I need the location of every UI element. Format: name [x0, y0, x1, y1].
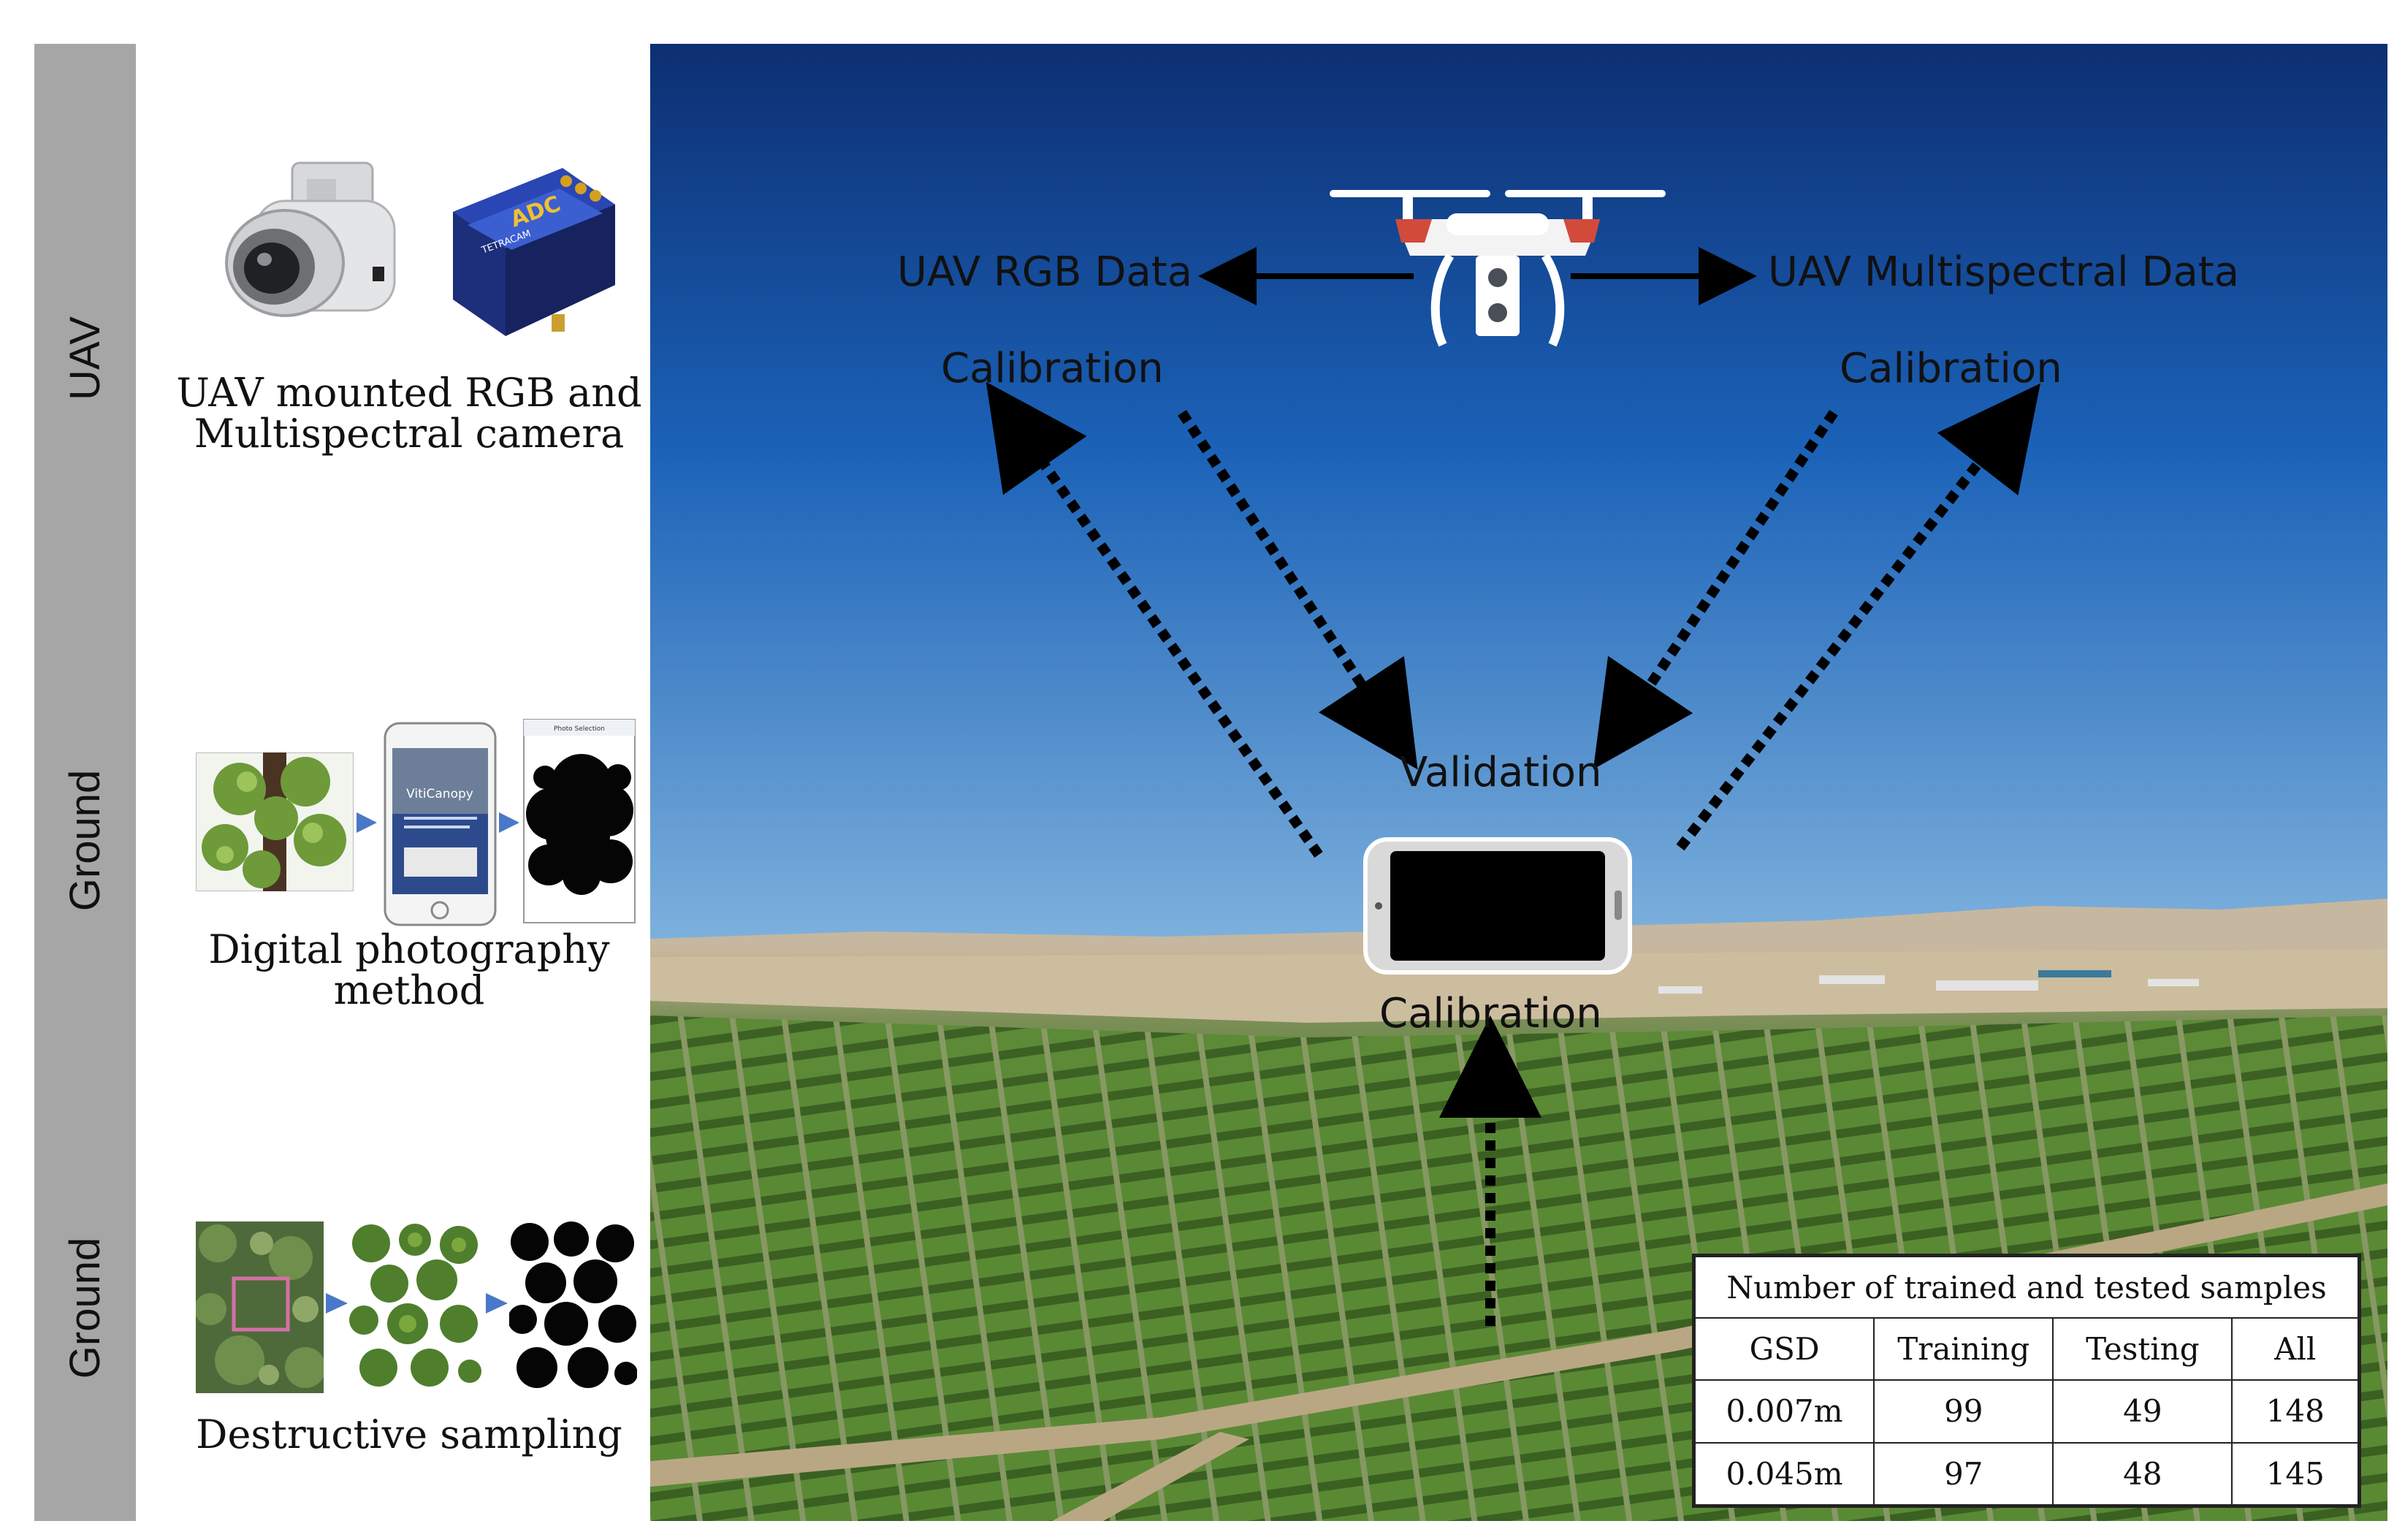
label-calibration-multispectral: Calibration [1840, 345, 2062, 392]
arrow-rgb-to-validation [1178, 410, 1418, 770]
table-cell: 148 [2231, 1379, 2359, 1444]
samples-table: Number of trained and tested samples GSD… [1692, 1254, 2361, 1508]
label-rgb-data: UAV RGB Data [897, 248, 1193, 296]
multispectral-camera-image: ADC TETRACAM [453, 168, 615, 336]
label-calibration-rgb: Calibration [941, 345, 1164, 392]
arrow-phone-to-ms-calibration [1676, 383, 2040, 851]
canopy-quadrat-image [196, 1221, 324, 1393]
arrow-phone-to-rgb-calibration [986, 381, 1323, 858]
table-cell: 145 [2231, 1441, 2359, 1506]
arrow-sampling-2 [486, 1293, 508, 1314]
caption-uav-camera-line1: UAV mounted RGB and [176, 370, 642, 416]
vine-photo-image [196, 752, 354, 891]
table-header-all: All [2231, 1316, 2359, 1381]
arrow-sampling-1 [326, 1293, 348, 1314]
stage-uav-chevron [34, 44, 136, 621]
stage-ground-chevron-1 [34, 560, 136, 1108]
leaf-mask-image [509, 1221, 637, 1393]
stage-ground-chevron-2 [34, 1046, 136, 1521]
table-header-training: Training [1873, 1316, 2054, 1381]
table-row: 0.045m 97 48 145 [1693, 1441, 2359, 1506]
table-cell: 0.007m [1693, 1379, 1875, 1444]
app-screen-text: Photo Selection [554, 725, 605, 733]
smartphone-app-image: VitiCanopy [384, 722, 497, 926]
stage-label-ground-1: Ground [61, 769, 109, 911]
caption-photo-line2: method [333, 967, 485, 1013]
table-cell: 49 [2052, 1379, 2233, 1444]
table-cell: 48 [2052, 1441, 2233, 1506]
label-calibration-phone: Calibration [1379, 990, 1602, 1037]
stage-label-ground-2: Ground [61, 1237, 109, 1379]
stage-label-uav: UAV [61, 316, 109, 400]
table-row: 0.007m 99 49 148 [1693, 1379, 2359, 1444]
table-cell: 99 [1873, 1379, 2054, 1444]
arrow-ms-to-validation [1593, 410, 1838, 770]
caption-uav-camera: UAV mounted RGB and Multispectral camera [175, 373, 643, 454]
table-header-gsd: GSD [1693, 1316, 1875, 1381]
table-header-testing: Testing [2052, 1316, 2233, 1381]
table-cell: 0.045m [1693, 1441, 1875, 1506]
leaves-image [349, 1221, 482, 1393]
rgb-camera-image [225, 161, 396, 317]
table-title: Number of trained and tested samples [1694, 1256, 2359, 1319]
arrow-photo-1 [357, 812, 377, 833]
caption-digital-photography: Digital photography method [175, 929, 643, 1011]
canopy-mask-image: Photo Selection [523, 719, 636, 923]
smartphone-icon [1363, 837, 1632, 975]
app-title: VitiCanopy [406, 787, 473, 801]
label-validation: Validation [1400, 749, 1602, 796]
stage-column [34, 44, 136, 1521]
drone-icon [1330, 190, 1666, 347]
label-multispectral-data: UAV Multispectral Data [1768, 248, 2240, 296]
table-cell: 97 [1873, 1441, 2054, 1506]
caption-destructive-sampling: Destructive sampling [196, 1411, 622, 1457]
caption-uav-camera-line2: Multispectral camera [194, 411, 625, 457]
arrows-layer [986, 247, 2040, 1326]
arrow-photo-2 [499, 812, 519, 833]
caption-photo-line1: Digital photography [208, 926, 610, 972]
